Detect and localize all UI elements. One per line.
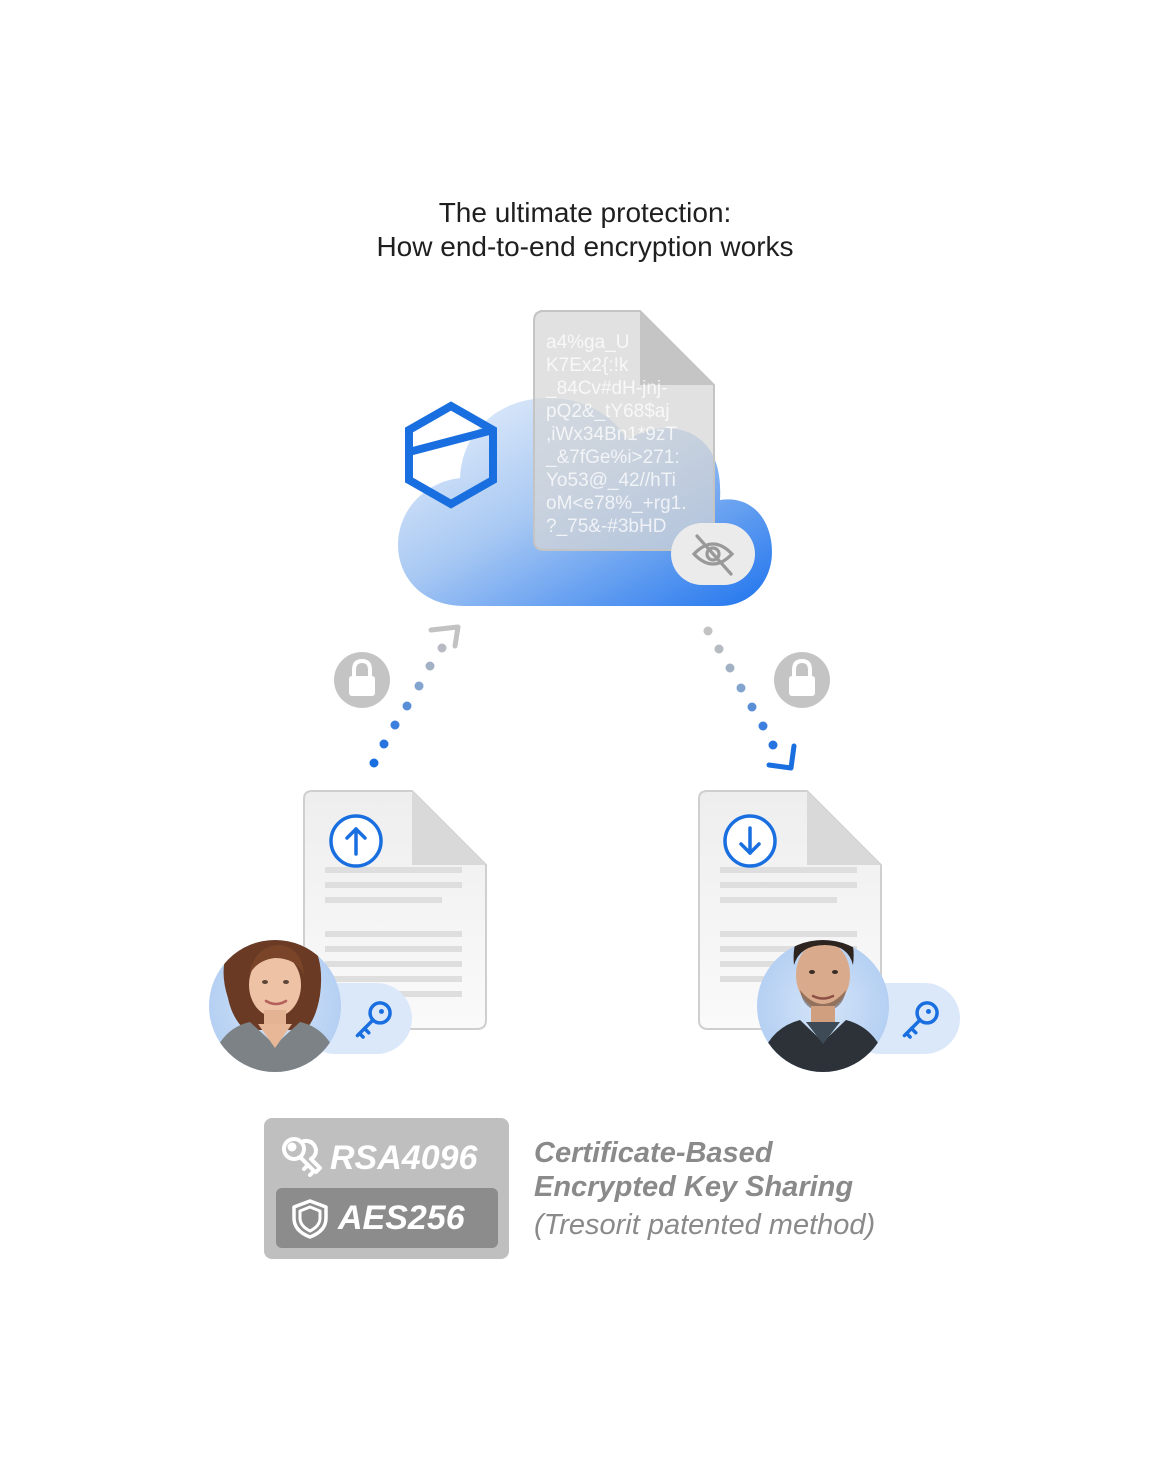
eye-off-icon [671,523,755,585]
cipher-line: _84Cv#dH-jnj- [545,378,667,399]
lock-icon [774,652,830,708]
caption-line-2: Encrypted Key Sharing [534,1170,954,1204]
key-sharing-caption: Certificate-Based Encrypted Key Sharing … [534,1136,954,1242]
caption-line-1: Certificate-Based [534,1136,954,1170]
cipher-line: K7Ex2{:!k [546,355,629,376]
lock-icon [334,652,390,708]
encrypted-file: a4%ga_U K7Ex2{:!k _84Cv#dH-jnj- pQ2&_tY6… [534,311,714,550]
cipher-line: pQ2&_tY68$aj [546,401,670,422]
aes-badge: AES256 [276,1188,498,1248]
encryption-badge: RSA4096 AES256 [264,1118,509,1259]
cipher-line: ?_75&-#3bHD [546,516,666,537]
download-icon [725,816,775,866]
shield-icon [290,1198,330,1240]
keys-icon [278,1134,326,1184]
aes-label: AES256 [338,1198,465,1238]
upload-icon [331,816,381,866]
cipher-line: Yo53@_42//hTi [546,470,676,491]
caption-line-3: (Tresorit patented method) [534,1208,954,1242]
rsa-badge: RSA4096 [276,1130,498,1186]
rsa-label: RSA4096 [330,1138,477,1178]
cipher-line: a4%ga_U [546,332,629,353]
cipher-line: oM<e78%_+rg1. [546,493,687,514]
cipher-line: _&7fGe%i>271: [545,447,680,468]
cipher-line: ,iWx34Bn1*9zT [546,424,677,445]
